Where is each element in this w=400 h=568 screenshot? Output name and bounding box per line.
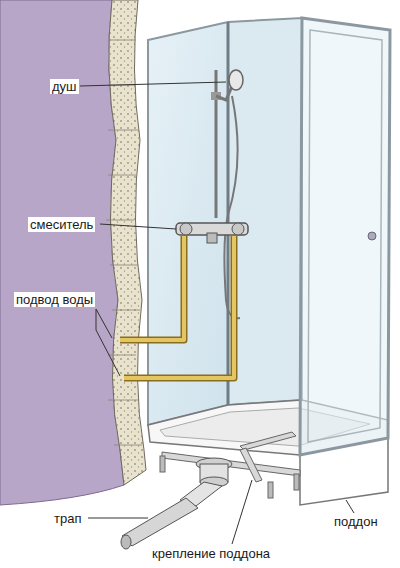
tile-joints [106,40,142,445]
part-label: смеситель [28,217,95,232]
leader-lines [80,82,354,544]
part-label: подвод воды [14,292,95,307]
door [300,18,390,455]
part-label: душ [50,79,79,94]
tray-supports [160,432,300,498]
back-panel [228,18,302,405]
part-label: крепление поддона [150,546,272,561]
part-label: поддон [332,514,380,529]
wall [0,0,124,505]
wall-tiles [109,0,146,485]
drain [121,458,232,549]
water-pipes [120,236,234,378]
shower-head [229,70,243,90]
part-label: трап [52,511,83,526]
